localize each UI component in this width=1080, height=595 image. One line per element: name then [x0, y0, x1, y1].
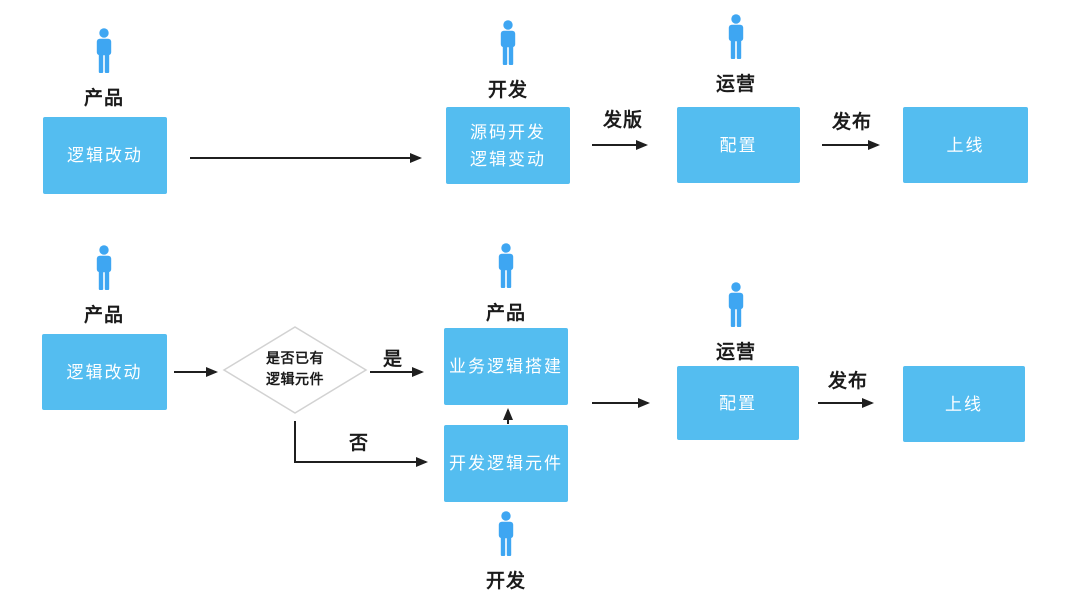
edge-label-yes: 是	[382, 349, 403, 370]
decision-label-line1: 是否已有	[266, 350, 324, 366]
edge-label-no: 否	[348, 433, 369, 454]
edge-label-publish-bottom: 发布	[827, 371, 868, 392]
node-logic-change-bottom: 逻辑改动	[42, 334, 167, 410]
actor-ops-top: 运营	[706, 14, 766, 96]
node-label: 配置	[719, 393, 757, 413]
actor-product-mid: 产品	[476, 243, 536, 325]
node-label: 开发逻辑元件	[449, 454, 563, 473]
decision-diamond	[222, 326, 368, 414]
node-label: 业务逻辑搭建	[449, 357, 563, 376]
edge-label-release: 发版	[602, 110, 643, 131]
person-icon	[498, 243, 514, 288]
actor-label: 产品	[83, 305, 124, 326]
person-icon	[498, 511, 514, 556]
person-icon	[96, 28, 112, 73]
actor-ops-bottom: 运营	[706, 282, 766, 364]
person-icon	[728, 282, 744, 327]
node-label: 逻辑改动	[66, 362, 143, 382]
person-icon	[728, 14, 744, 59]
decision-label: 是否已有 逻辑元件	[240, 348, 350, 390]
node-logic-change-top: 逻辑改动	[43, 117, 167, 194]
node-develop-component: 开发逻辑元件	[444, 425, 568, 502]
actor-label: 开发	[487, 80, 528, 101]
decision-label-line2: 逻辑元件	[266, 371, 324, 387]
node-build-logic: 业务逻辑搭建	[444, 328, 568, 405]
node-label-line1: 源码开发	[470, 122, 546, 142]
node-label: 上线	[946, 135, 985, 155]
actor-dev-bottom: 开发	[476, 511, 536, 593]
node-config-bottom: 配置	[677, 366, 799, 440]
actor-label: 运营	[715, 342, 756, 363]
node-config-top: 配置	[677, 107, 800, 183]
actor-label: 开发	[485, 571, 526, 592]
person-icon	[96, 245, 112, 290]
actor-label: 产品	[485, 303, 526, 324]
actor-product-top: 产品	[74, 28, 134, 110]
node-label: 上线	[945, 394, 983, 414]
node-source-dev: 源码开发 逻辑变动	[446, 107, 570, 184]
actor-dev-top: 开发	[478, 20, 538, 102]
actor-product-bottom-left: 产品	[74, 245, 134, 327]
edge-label-publish-top: 发布	[831, 112, 872, 133]
node-label: 逻辑改动	[67, 146, 143, 165]
node-label: 配置	[719, 135, 758, 155]
actor-label: 运营	[715, 74, 756, 95]
node-online-bottom: 上线	[903, 366, 1025, 442]
person-icon	[500, 20, 516, 65]
arrow-decision-no-to-develop	[294, 421, 428, 467]
actor-label: 产品	[83, 88, 124, 109]
node-online-top: 上线	[903, 107, 1028, 183]
node-label-line2: 逻辑变动	[470, 149, 546, 169]
